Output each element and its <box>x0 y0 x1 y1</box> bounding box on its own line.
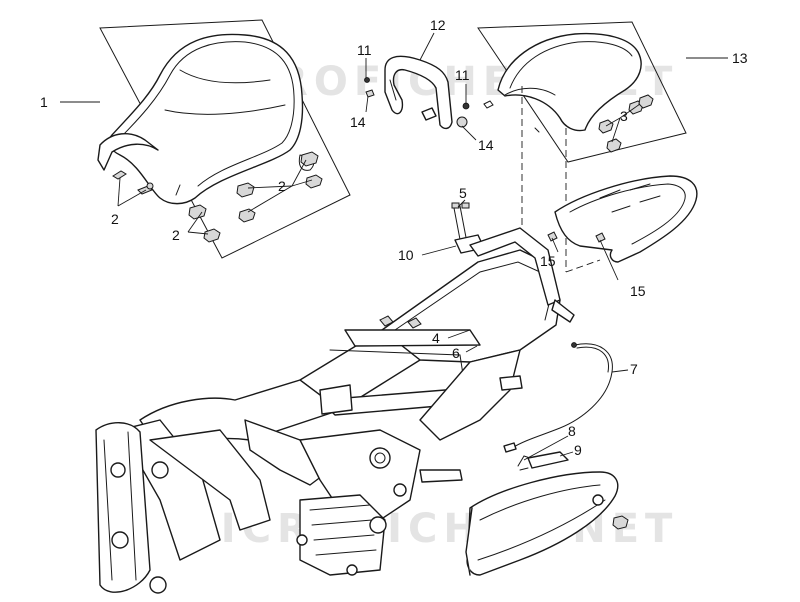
callout-2: 2 <box>172 227 180 243</box>
passenger-seat-box <box>477 21 687 163</box>
callout-14: 14 <box>350 114 366 130</box>
rubber-pads <box>188 151 323 243</box>
main-frame <box>95 227 575 594</box>
rider-seat-group <box>97 19 351 259</box>
seat-release-cable <box>503 342 613 453</box>
callout-7: 7 <box>630 361 638 377</box>
callout-6: 6 <box>452 345 460 361</box>
callout-5: 5 <box>459 185 467 201</box>
alignment-lines <box>521 86 601 273</box>
callout-1: 1 <box>40 94 48 110</box>
washer <box>365 89 375 98</box>
washer <box>456 116 468 128</box>
callout-11: 11 <box>357 42 372 58</box>
callout-2: 2 <box>278 178 286 194</box>
callout-15: 15 <box>630 283 646 299</box>
seat-support-tray <box>547 175 698 263</box>
callout-13: 13 <box>732 50 748 66</box>
callout-4: 4 <box>432 330 440 346</box>
callout-2: 2 <box>111 211 119 227</box>
rider-seat <box>97 33 315 205</box>
callout-8: 8 <box>568 423 576 439</box>
callout-3: 3 <box>620 108 628 124</box>
leader-lines <box>60 32 728 461</box>
nut <box>364 77 370 83</box>
callout-14: 14 <box>478 137 494 153</box>
callout-10: 10 <box>398 247 414 263</box>
seat-fastener <box>112 170 154 195</box>
callout-15: 15 <box>540 253 556 269</box>
side-fairing <box>465 471 629 576</box>
passenger-seat-group <box>477 21 687 163</box>
callout-9: 9 <box>574 442 582 458</box>
cable-bracket <box>527 451 569 469</box>
callout-11: 11 <box>455 67 470 83</box>
callout-12: 12 <box>430 17 446 33</box>
callout-labels: 1 2 2 2 3 4 5 6 7 8 9 10 11 11 12 13 14 … <box>40 17 748 458</box>
passenger-seat-cover <box>483 32 642 133</box>
grommet <box>612 515 629 530</box>
